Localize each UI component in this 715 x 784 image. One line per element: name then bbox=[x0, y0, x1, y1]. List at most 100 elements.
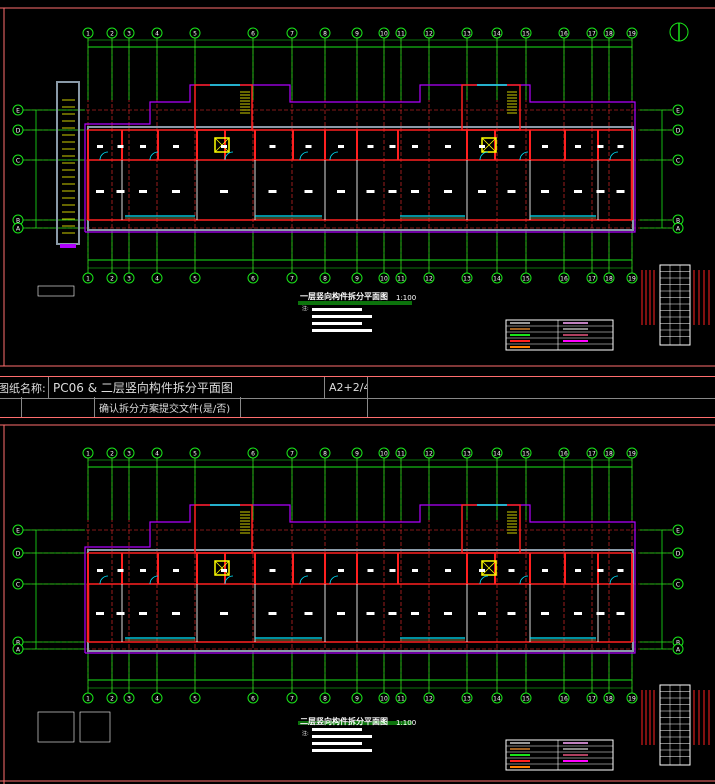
column-axis-17-bubble bbox=[586, 27, 598, 39]
exterior-wall bbox=[87, 549, 634, 652]
column-axis-bottom-2-label: 2 bbox=[110, 276, 114, 283]
door-swing bbox=[149, 575, 159, 585]
legend-swatch bbox=[510, 754, 530, 756]
column-axis-15-bubble bbox=[520, 27, 532, 39]
column-axis-bottom-11-bubble bbox=[395, 692, 407, 704]
column-axis-16-bubble bbox=[558, 27, 570, 39]
plan-scale-2: 1:100 bbox=[396, 719, 417, 727]
room-tag bbox=[305, 145, 312, 148]
room-tag bbox=[97, 569, 103, 572]
column-axis-6-label: 6 bbox=[251, 31, 255, 38]
row-axis-E-label: E bbox=[16, 108, 20, 115]
room-tag bbox=[444, 190, 452, 193]
column-axis-bottom-2-bubble bbox=[106, 692, 118, 704]
column-axis-bottom-17-label: 17 bbox=[588, 276, 596, 283]
column-axis-11-bubble bbox=[395, 27, 407, 39]
column-axis-bottom-9-label: 9 bbox=[355, 696, 359, 703]
room-tag bbox=[117, 145, 124, 148]
note-line bbox=[312, 329, 372, 332]
column-axis-11-label: 11 bbox=[397, 451, 405, 458]
column-axis-7-label: 7 bbox=[290, 31, 294, 38]
column-axis-bottom-13-label: 13 bbox=[463, 276, 471, 283]
column-axis-5-label: 5 bbox=[193, 451, 197, 458]
row-axis-C-bubble bbox=[12, 578, 24, 590]
column-axis-4-label: 4 bbox=[155, 31, 159, 38]
row-axis-A-label: A bbox=[16, 226, 21, 233]
column-axis-2-bubble bbox=[106, 27, 118, 39]
room-tag bbox=[412, 569, 418, 572]
exterior-wall bbox=[87, 126, 634, 231]
room-tag bbox=[616, 612, 625, 615]
row-axis-right-E-bubble bbox=[672, 104, 684, 116]
room-tag bbox=[575, 569, 581, 572]
row-axis-right-C-bubble bbox=[672, 578, 684, 590]
column-axis-9-label: 9 bbox=[355, 451, 359, 458]
column-axis-bottom-16-label: 16 bbox=[560, 276, 568, 283]
column-axis-bottom-4-label: 4 bbox=[155, 276, 159, 283]
column-axis-5-label: 5 bbox=[193, 31, 197, 38]
room-tag bbox=[388, 190, 397, 193]
door-swing bbox=[609, 575, 619, 585]
column-axis-bottom-11-label: 11 bbox=[397, 696, 405, 703]
column-axis-14-label: 14 bbox=[493, 451, 501, 458]
column-axis-7-label: 7 bbox=[290, 451, 294, 458]
column-axis-7-bubble bbox=[286, 27, 298, 39]
column-axis-bottom-8-label: 8 bbox=[323, 276, 327, 283]
room-tag bbox=[367, 145, 374, 148]
column-axis-bottom-11-label: 11 bbox=[397, 276, 405, 283]
room-tag bbox=[221, 569, 227, 572]
column-axis-bottom-7-bubble bbox=[286, 272, 298, 284]
door-swing bbox=[329, 575, 339, 585]
door-swing bbox=[299, 575, 309, 585]
column-axis-10-label: 10 bbox=[380, 451, 388, 458]
room-tag bbox=[508, 569, 515, 572]
legend-swatch bbox=[510, 766, 530, 768]
row-axis-D-label: D bbox=[16, 551, 21, 558]
column-axis-15-label: 15 bbox=[522, 31, 530, 38]
column-axis-18-label: 18 bbox=[605, 451, 613, 458]
column-axis-bottom-15-bubble bbox=[520, 272, 532, 284]
column-axis-bottom-3-label: 3 bbox=[127, 276, 131, 283]
column-axis-bottom-10-label: 10 bbox=[380, 276, 388, 283]
legend-swatch bbox=[563, 760, 588, 762]
legend-swatch bbox=[563, 748, 588, 750]
row-axis-A-bubble bbox=[12, 222, 24, 234]
column-axis-12-bubble bbox=[423, 27, 435, 39]
row-axis-C-bubble bbox=[12, 154, 24, 166]
row-axis-right-A-label: A bbox=[676, 226, 681, 233]
column-axis-bottom-7-label: 7 bbox=[290, 696, 294, 703]
legend-swatch bbox=[510, 748, 530, 750]
room-tag bbox=[96, 612, 104, 615]
room-tag bbox=[172, 612, 180, 615]
column-axis-17-label: 17 bbox=[588, 31, 596, 38]
row-axis-C-label: C bbox=[16, 158, 20, 165]
column-axis-bottom-6-bubble bbox=[247, 692, 259, 704]
note-line bbox=[312, 308, 362, 311]
legend-swatch bbox=[510, 328, 530, 330]
room-tag bbox=[542, 145, 548, 148]
legend-swatch bbox=[510, 322, 530, 324]
legend-swatch bbox=[510, 346, 530, 348]
column-axis-bottom-4-bubble bbox=[151, 692, 163, 704]
row-axis-right-B-label: B bbox=[676, 640, 680, 647]
room-tag bbox=[596, 612, 605, 615]
column-axis-6-label: 6 bbox=[251, 451, 255, 458]
door-swing bbox=[519, 151, 529, 161]
room-tag bbox=[173, 145, 179, 148]
column-axis-9-bubble bbox=[351, 27, 363, 39]
legend-swatch bbox=[563, 334, 588, 336]
legend-swatch bbox=[510, 742, 530, 744]
column-axis-12-label: 12 bbox=[425, 451, 433, 458]
room-tag bbox=[507, 190, 516, 193]
column-axis-19-label: 19 bbox=[628, 451, 636, 458]
room-tag bbox=[596, 190, 605, 193]
column-axis-18-bubble bbox=[603, 27, 615, 39]
column-axis-bottom-17-label: 17 bbox=[588, 696, 596, 703]
room-tag bbox=[479, 145, 485, 148]
room-tag bbox=[337, 190, 345, 193]
column-axis-bottom-8-label: 8 bbox=[323, 696, 327, 703]
column-axis-bottom-7-bubble bbox=[286, 692, 298, 704]
note-line bbox=[312, 315, 372, 318]
column-axis-14-label: 14 bbox=[493, 31, 501, 38]
